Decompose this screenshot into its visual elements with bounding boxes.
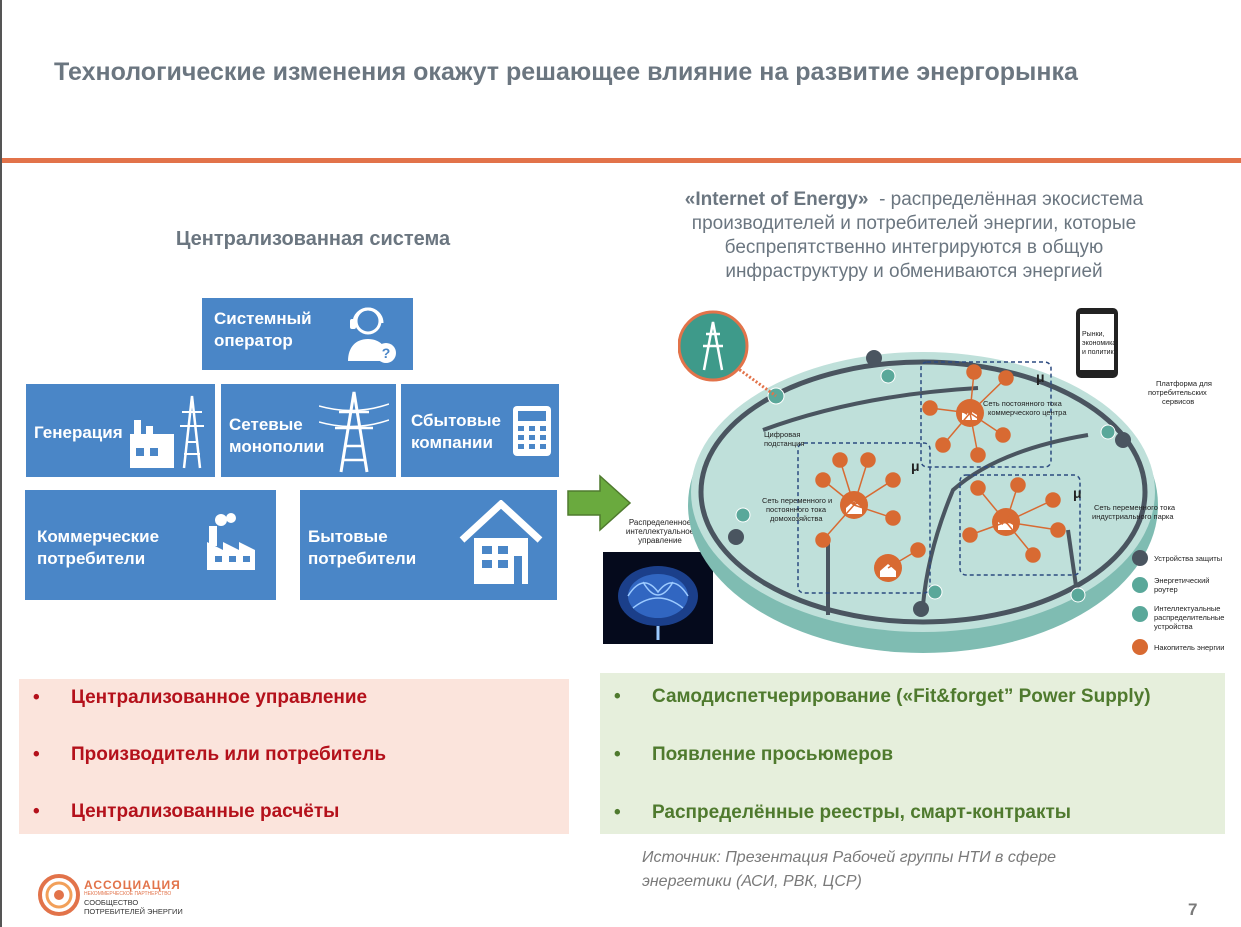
- label-dc-commercial: коммерческого центра: [988, 408, 1067, 417]
- phone-text: экономика: [1082, 340, 1116, 347]
- box-label: Системный оператор: [214, 309, 312, 350]
- diagram-legend: Устройства защиты Энергетический роутер …: [1132, 550, 1224, 655]
- association-logo: АССОЦИАЦИЯ НЕКОММЕРЧЕСКОЕ ПАРТНЕРСТВО СО…: [38, 874, 183, 921]
- label-substation: Цифровая: [764, 430, 800, 439]
- power-plant-icon: [130, 395, 204, 469]
- logo-icon: [38, 874, 80, 916]
- legend-energy-storage: Накопитель энергии: [1154, 643, 1224, 652]
- label-ac-dc-home: домохозяйства: [770, 514, 823, 523]
- ioe-desc-1: - распределённая экосистема: [879, 189, 1144, 210]
- phone-text: Рынки,: [1082, 331, 1105, 338]
- label-dc-commercial: Сеть постоянного тока: [983, 399, 1063, 408]
- phone-text: и политика: [1082, 349, 1118, 356]
- label-ac-dc-home: Сеть переменного и: [762, 496, 832, 505]
- operator-headset-icon: ?: [348, 307, 396, 363]
- brain-label: Распределенное интеллектуальное управлен…: [625, 518, 695, 545]
- box-label: Сбытовые компании: [411, 411, 501, 452]
- centralized-heading: Централизованная система: [175, 228, 451, 250]
- ioe-desc-2: производителей и потребителей энергии, к…: [691, 213, 1137, 234]
- legend-protection-devices: Устройства защиты: [1154, 554, 1222, 563]
- legend-smart-devices: Интеллектуальные: [1154, 604, 1220, 613]
- page-number: 7: [1188, 900, 1198, 919]
- box-system-operator: Системный оператор ?: [202, 298, 413, 370]
- label-ac-dc-home: постоянного тока: [766, 505, 827, 514]
- list-item: •Распределённые реестры, смарт-контракты: [614, 802, 1072, 823]
- label-ac-industrial: индустриального парка: [1092, 512, 1174, 521]
- calculator-icon: [513, 406, 551, 456]
- mu-symbol: μ: [1036, 369, 1045, 385]
- legend-energy-router: роутер: [1154, 585, 1178, 594]
- label-platform: потребительских: [1148, 388, 1207, 397]
- centralized-bullets: •Централизованное управление •Производит…: [19, 679, 569, 834]
- header-divider: [2, 158, 1241, 163]
- box-grid-monopolies: Сетевые монополии: [221, 384, 396, 477]
- source-note: Источник: Презентация Рабочей группы НТИ…: [642, 849, 1057, 890]
- label-platform: Платформа для: [1156, 379, 1212, 388]
- house-icon: [459, 500, 543, 584]
- box-label: Коммерческие потребители: [37, 527, 160, 568]
- label-platform: сервисов: [1162, 397, 1194, 406]
- list-item: •Централизованное управление: [33, 687, 368, 708]
- factory-icon: [207, 513, 255, 570]
- box-label: Сетевые монополии: [229, 415, 325, 456]
- list-item: •Централизованные расчёты: [33, 801, 340, 822]
- page-title: Технологические изменения окажут решающе…: [54, 58, 1078, 86]
- list-item: •Появление просьюмеров: [614, 744, 894, 765]
- distributed-intelligence-brain-image: [603, 552, 713, 644]
- ioe-name: «Internet of Energy»: [684, 189, 869, 210]
- label-ac-industrial: Сеть переменного тока: [1094, 503, 1176, 512]
- mu-symbol: μ: [911, 458, 920, 474]
- box-label: Бытовые потребители: [308, 527, 417, 568]
- legend-energy-router: Энергетический: [1154, 576, 1209, 585]
- list-item: •Производитель или потребитель: [33, 744, 387, 765]
- box-label: Генерация: [34, 423, 123, 442]
- legend-smart-devices: распределительные: [1154, 613, 1224, 622]
- ioe-bullets: •Самодиспетчерирование («Fit&forget” Pow…: [600, 673, 1225, 834]
- legend-smart-devices: устройства: [1154, 622, 1193, 631]
- box-household-consumers: Бытовые потребители: [300, 490, 557, 600]
- transition-arrow: [567, 474, 632, 532]
- svg-text:?: ?: [382, 345, 391, 361]
- box-commercial-consumers: Коммерческие потребители: [25, 490, 276, 600]
- ioe-desc-4: инфраструктуру и обмениваются энергией: [725, 261, 1103, 282]
- box-generation: Генерация: [26, 384, 215, 477]
- internet-of-energy-diagram: μ μ μ Сеть постоянного тока коммерческог…: [678, 308, 1224, 655]
- label-substation: подстанция: [764, 439, 804, 448]
- ioe-desc-3: беспрепятственно интегрируются в общую: [724, 237, 1104, 258]
- list-item: •Самодиспетчерирование («Fit&forget” Pow…: [614, 686, 1151, 707]
- ioe-description: «Internet of Energy» - распределённая эк…: [614, 188, 1214, 284]
- mu-symbol: μ: [1073, 485, 1082, 501]
- transmission-tower-icon: [319, 391, 389, 473]
- box-sales-companies: Сбытовые компании: [401, 384, 559, 477]
